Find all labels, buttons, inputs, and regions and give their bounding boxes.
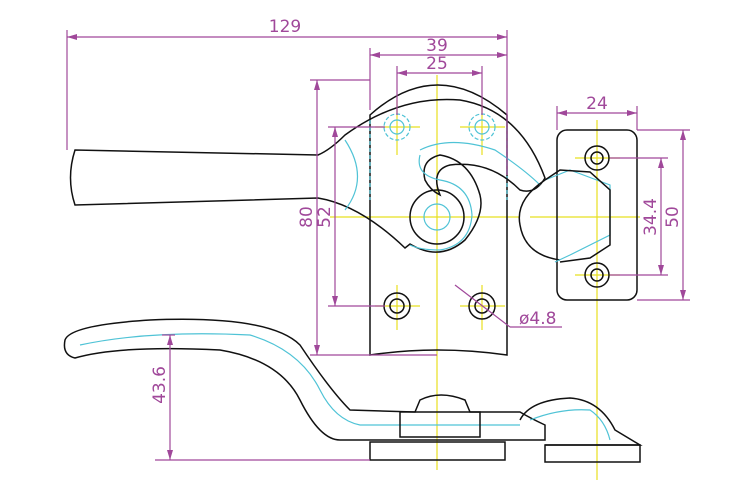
dim-hole-spacing-x: 25	[426, 54, 448, 74]
side-view	[63, 318, 643, 463]
dim-keeper-height: 50	[663, 206, 683, 228]
pivot-hub	[409, 189, 465, 245]
dim-hole-spacing-y: 52	[315, 206, 335, 228]
dimension-lines	[66, 30, 690, 461]
dim-hole-diameter: ø4.8	[519, 309, 556, 329]
dim-lever-height: 43.6	[150, 366, 170, 404]
dim-keeper-hole-spacing: 34.4	[641, 198, 661, 236]
lever-handle	[69, 98, 546, 253]
centerlines	[330, 75, 640, 480]
dim-plate-width: 39	[426, 36, 448, 56]
dim-plate-height: 80	[297, 206, 317, 228]
dim-overall-length: 129	[269, 17, 301, 37]
dim-keeper-width: 24	[586, 94, 608, 114]
keeper	[518, 129, 638, 301]
